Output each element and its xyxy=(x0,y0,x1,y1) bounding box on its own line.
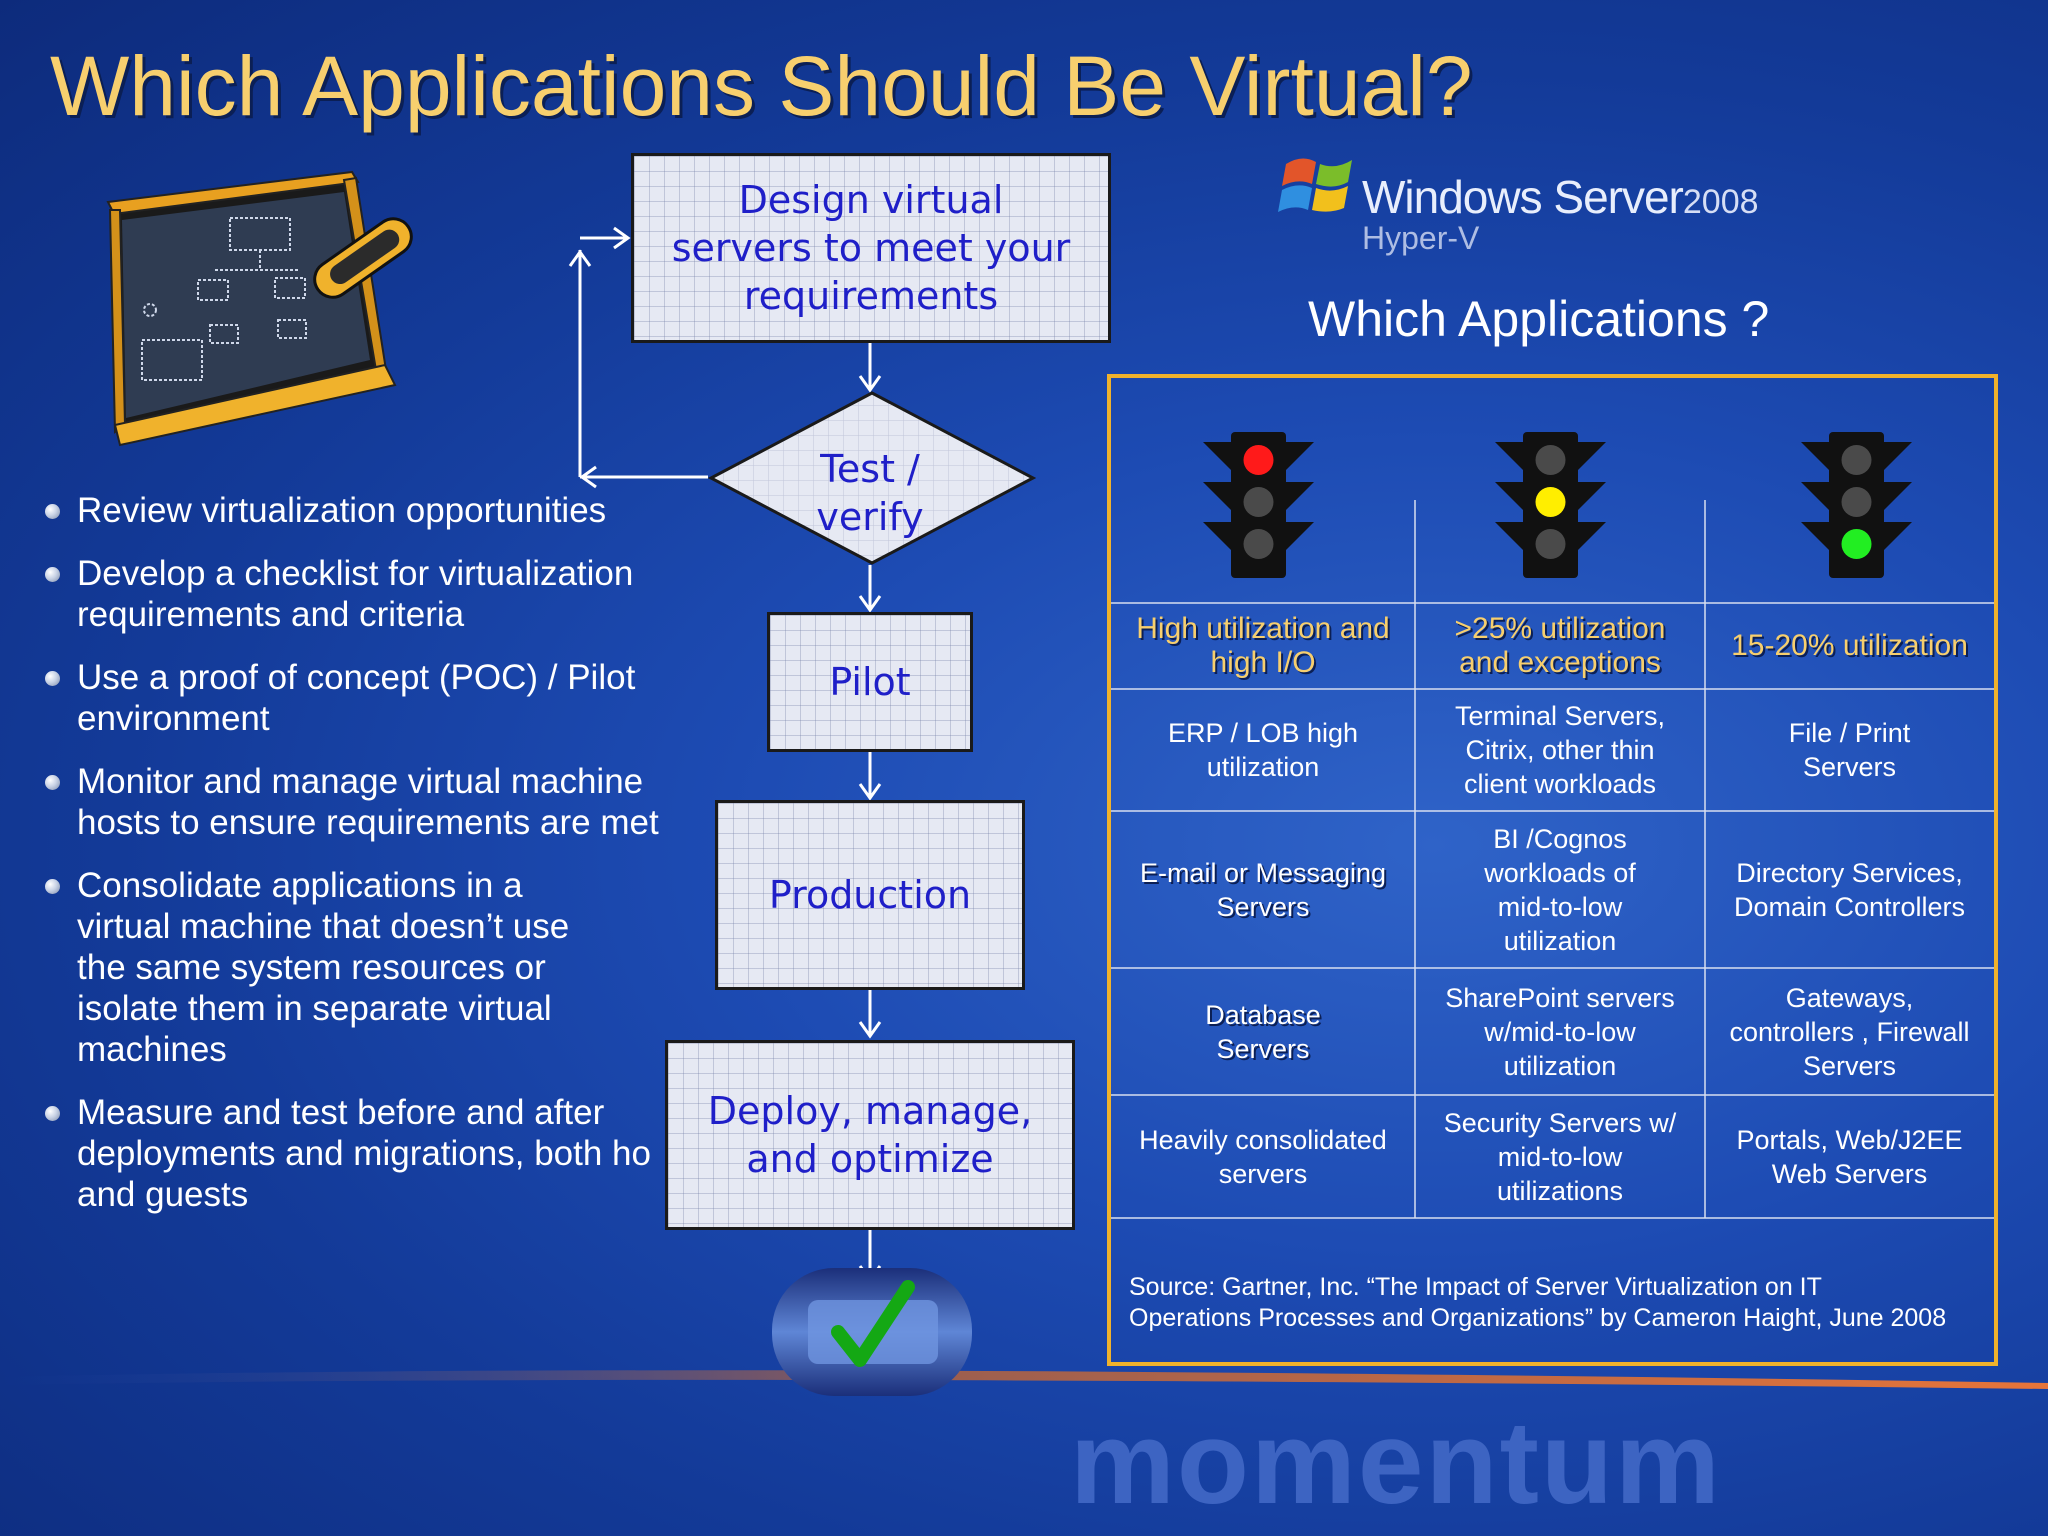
table-cell: Portals, Web/J2EE Web Servers xyxy=(1736,1124,1963,1189)
traffic-light-red-icon xyxy=(1203,432,1314,578)
windows-flag-icon xyxy=(1278,158,1352,212)
bullet-item: Measure and test before and after deploy… xyxy=(45,1092,717,1215)
bullet-list: Review virtualization opportunities Deve… xyxy=(45,490,685,1237)
section-subtitle: Which Applications ? xyxy=(1308,291,1770,347)
table-cell: Gateways, controllers , Firewall Servers xyxy=(1729,982,1970,1081)
flow-step-test-diamond xyxy=(708,391,1036,565)
table-cell: ERP / LOB high utilization xyxy=(1167,718,1359,782)
table-cell: BI /Cognos workloads of mid-to-low utili… xyxy=(1484,823,1636,956)
logo-product: Windows Server xyxy=(1362,171,1684,223)
table-cell: File / Print Servers xyxy=(1788,718,1911,782)
page-title: Which Applications Should Be Virtual? xyxy=(50,39,1473,133)
bullet-item: Develop a checklist for virtualization r… xyxy=(45,553,685,635)
utilization-table: High utilization and high I/O >25% utili… xyxy=(1107,374,1998,1366)
traffic-light-yellow-icon xyxy=(1495,432,1606,578)
table-cell: SharePoint servers w/mid-to-low utilizat… xyxy=(1445,982,1675,1081)
flow-step-pilot: Pilot xyxy=(767,612,973,752)
source-citation: Source: Gartner, Inc. “The Impact of Ser… xyxy=(1129,1273,1947,1332)
flow-step-production: Production xyxy=(715,800,1025,990)
table-cell: E-mail or Messaging Servers xyxy=(1139,857,1387,922)
table-cell: Directory Services, Domain Controllers xyxy=(1733,857,1966,922)
windows-server-logo: Windows Server2008 xyxy=(1362,170,1759,224)
column-header: High utilization and high I/O xyxy=(1136,612,1390,679)
flow-step-test: Test / verify xyxy=(816,447,924,539)
bullet-item: Review virtualization opportunities xyxy=(45,490,685,531)
bullet-item: Monitor and manage virtual machine hosts… xyxy=(45,761,685,843)
table-cell: Database Servers xyxy=(1205,999,1321,1064)
bullet-item: Consolidate applications in a virtual ma… xyxy=(45,865,685,1070)
hyper-v-logo: Hyper-V xyxy=(1362,220,1480,256)
checkmark-icon xyxy=(772,1268,972,1396)
logo-year: 2008 xyxy=(1682,183,1759,221)
table-grid-lines xyxy=(1111,500,1994,1219)
table-cell: Security Servers w/ mid-to-low utilizati… xyxy=(1443,1107,1677,1206)
orange-swoosh xyxy=(0,1370,2048,1389)
flow-step-design: Design virtual servers to meet your requ… xyxy=(631,153,1111,343)
table-cell: Heavily consolidated servers xyxy=(1139,1124,1387,1189)
table-cell: Terminal Servers, Citrix, other thin cli… xyxy=(1454,701,1666,799)
whiteboard-icon xyxy=(106,170,413,447)
momentum-watermark: momentum xyxy=(1070,1397,1722,1529)
flow-connectors xyxy=(568,226,882,1283)
flow-step-deploy: Deploy, manage, and optimize xyxy=(665,1040,1075,1230)
column-header: >25% utilization and exceptions xyxy=(1454,612,1666,679)
traffic-light-green-icon xyxy=(1801,432,1912,578)
column-header: 15-20% utilization xyxy=(1731,629,1968,662)
bullet-item: Use a proof of concept (POC) / Pilot env… xyxy=(45,657,685,739)
